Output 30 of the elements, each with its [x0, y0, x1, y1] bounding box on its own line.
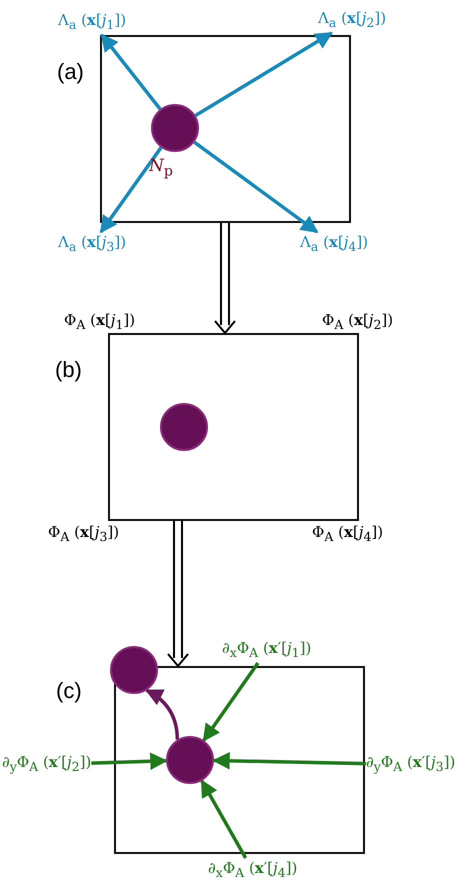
math-label: ∂$_{y}$Φ$_{A}$ (x′[j$_{3}$]) — [366, 752, 456, 777]
panel-label: (a) — [57, 59, 84, 85]
arrow — [100, 34, 162, 110]
math-label: N$_{p}$ — [149, 156, 173, 182]
particle-circle — [160, 403, 208, 451]
math-label: Φ$_{A}$ (x[j$_{3}$]) — [48, 522, 120, 546]
double-arrow — [167, 520, 189, 668]
arrow — [212, 752, 366, 770]
particle-circle — [166, 736, 214, 784]
arrow — [194, 32, 333, 118]
math-label: ∂$_{x}$Φ$_{A}$ (x′[j$_{4}$]) — [208, 858, 298, 883]
math-label: Φ$_{A}$ (x[j$_{1}$]) — [64, 310, 136, 334]
math-label: Λ$_{a}$ (x[j$_{2}$]) — [318, 8, 386, 33]
arrow — [91, 752, 168, 770]
math-label: Λ$_{a}$ (x[j$_{3}$]) — [58, 232, 126, 257]
particle-circle — [110, 646, 158, 694]
math-label: Λ$_{a}$ (x[j$_{4}$]) — [300, 232, 368, 257]
arrow — [200, 779, 248, 859]
math-label: Φ$_{A}$ (x[j$_{2}$]) — [322, 310, 394, 334]
math-label: Φ$_{A}$ (x[j$_{4}$]) — [312, 522, 384, 546]
arrow — [100, 146, 162, 234]
arrow — [145, 688, 180, 740]
math-label: ∂$_{y}$Φ$_{A}$ (x′[j$_{2}$]) — [2, 752, 92, 777]
panel-label: (b) — [55, 357, 82, 383]
arrow — [193, 140, 318, 234]
arrow — [202, 662, 260, 742]
panel-label: (c) — [56, 678, 82, 704]
double-arrow — [214, 222, 236, 335]
math-label: Λ$_{a}$ (x[j$_{1}$]) — [58, 10, 126, 35]
math-label: ∂$_{x}$Φ$_{A}$ (x′[j$_{1}$]) — [222, 638, 312, 663]
